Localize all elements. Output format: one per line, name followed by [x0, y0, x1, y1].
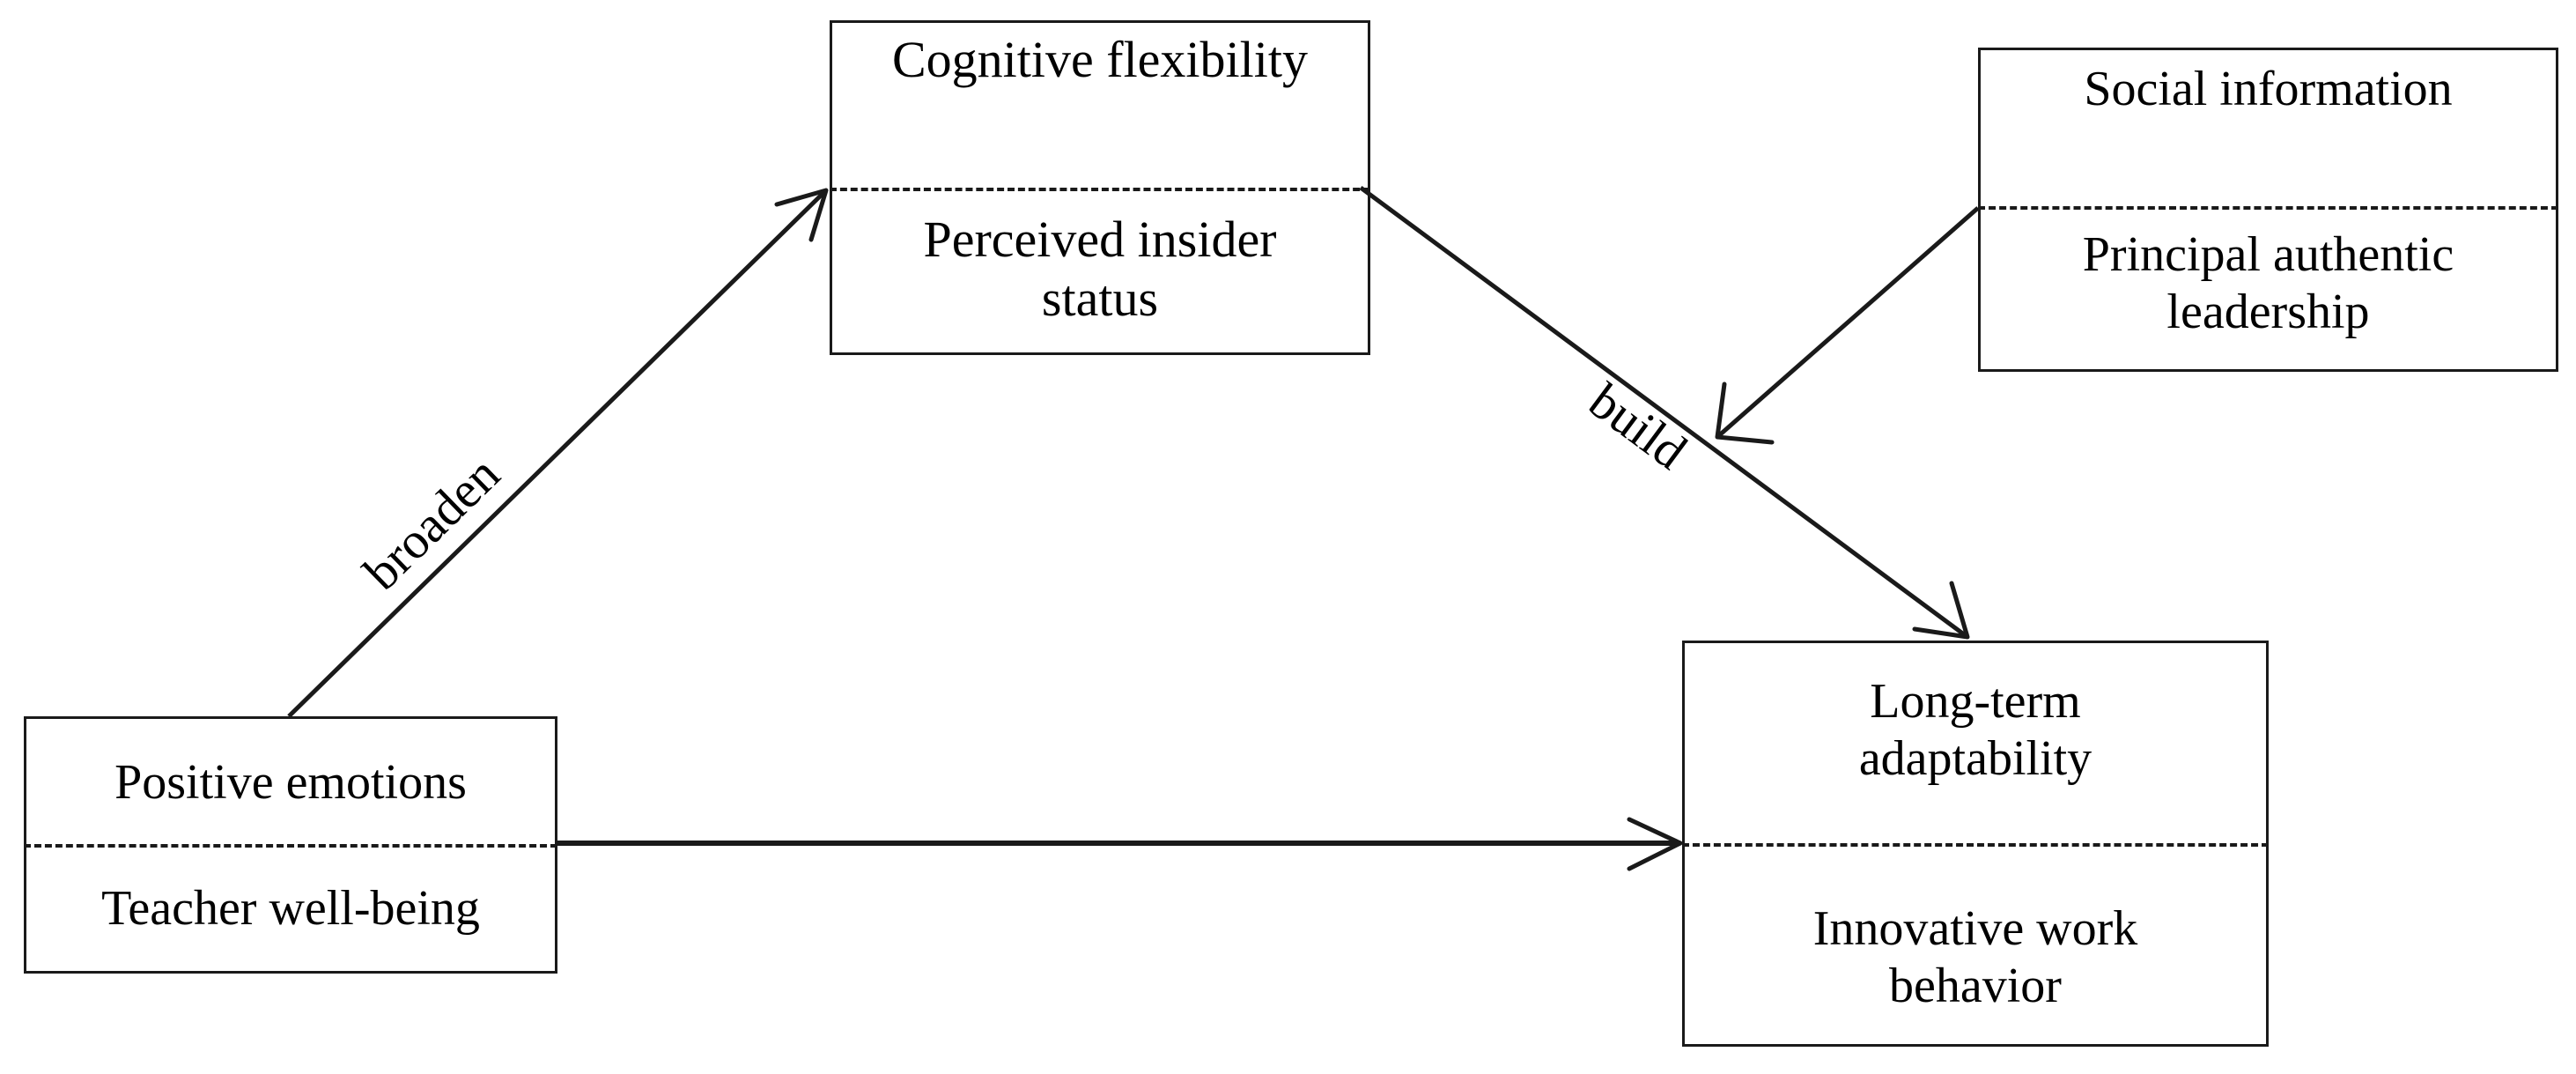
construct-label-positive-emotions: Positive emotions [114, 755, 467, 811]
arrow-broaden [287, 188, 829, 718]
box-bottom-half: Teacher well-being [26, 847, 555, 971]
construct-label-perceived-insider-status: Perceived insider status [923, 211, 1277, 328]
construct-label-principal-authentic-leadership: Principal authentic leadership [2082, 227, 2454, 339]
box-bottom-half: Perceived insider status [832, 190, 1368, 352]
construct-box-cognitive-flexibility: Cognitive flexibility Perceived insider … [830, 20, 1370, 355]
edge-label-broaden: broaden [352, 445, 511, 601]
construct-label-innovative-work-behavior: Innovative work behavior [1812, 901, 2138, 1013]
edge-label-build: build [1578, 371, 1698, 481]
construct-box-long-term-adaptability: Long-term adaptability Innovative work b… [1682, 641, 2269, 1047]
box-top-half: Cognitive flexibility [832, 23, 1368, 190]
construct-label-teacher-well-being: Teacher well-being [101, 881, 480, 937]
dashed-divider [1682, 843, 2269, 847]
construct-box-positive-emotions: Positive emotions Teacher well-being [24, 716, 557, 974]
box-top-half: Long-term adaptability [1685, 643, 2266, 846]
dashed-divider [830, 188, 1370, 191]
dashed-divider [1978, 206, 2558, 210]
box-top-half: Social information [1981, 50, 2556, 209]
box-bottom-half: Principal authentic leadership [1981, 209, 2556, 369]
dashed-divider [24, 844, 557, 848]
construct-label-long-term-adaptability: Long-term adaptability [1858, 674, 2093, 786]
construct-label-social-information: Social information [2084, 62, 2453, 116]
arrow-moderation [1715, 206, 1980, 445]
box-top-half: Positive emotions [26, 719, 555, 847]
construct-label-cognitive-flexibility: Cognitive flexibility [891, 31, 1308, 88]
construct-box-social-information: Social information Principal authentic l… [1978, 48, 2558, 372]
arrow-direct-effect [557, 817, 1683, 871]
box-bottom-half: Innovative work behavior [1685, 846, 2266, 1044]
